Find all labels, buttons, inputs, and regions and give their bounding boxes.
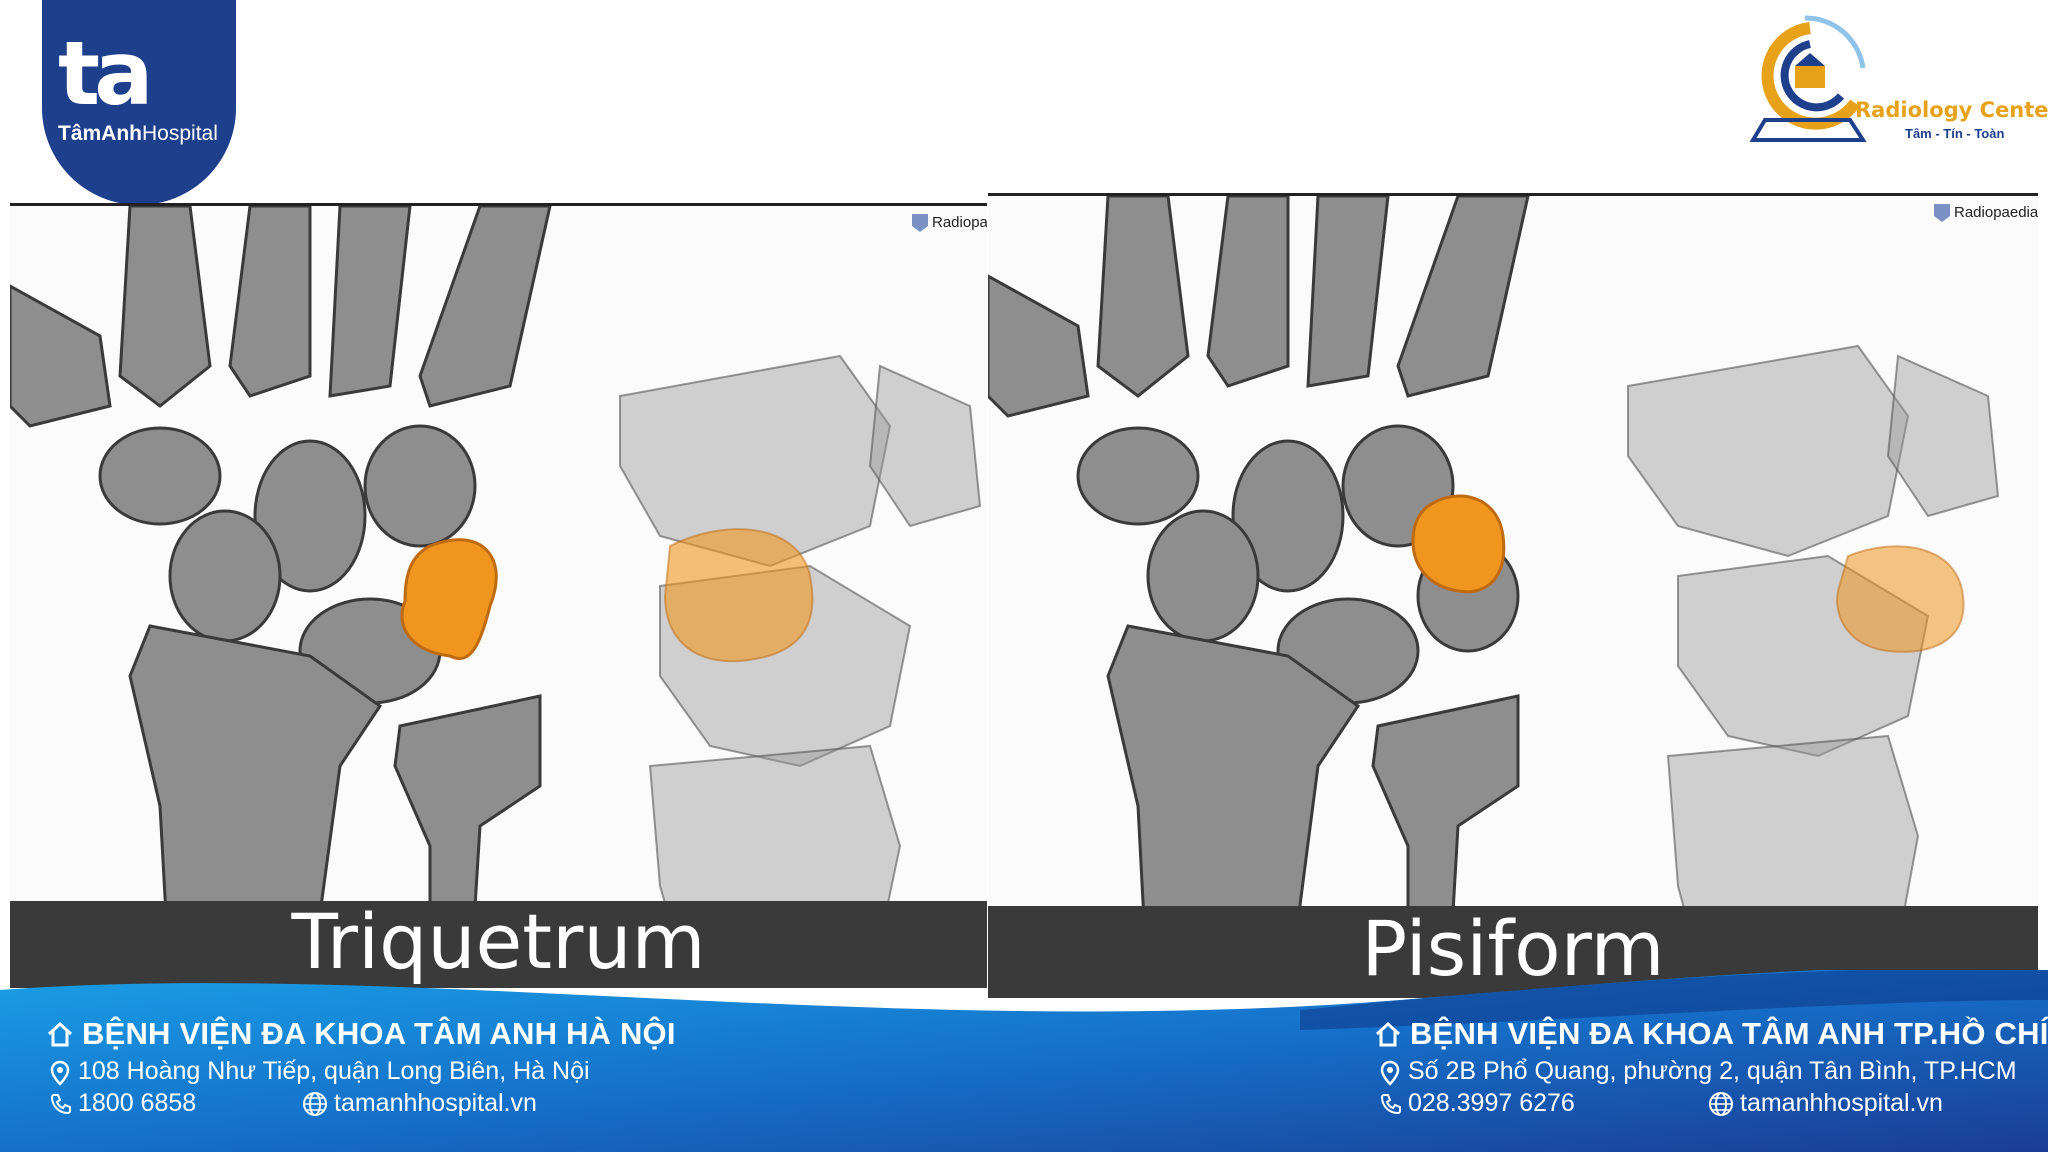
home-icon — [1375, 1021, 1401, 1047]
pisiform-panel: Radiopaedia Pisiform — [988, 193, 2038, 998]
logo-name-bold: TâmAnh — [58, 122, 142, 145]
radiology-emblem-icon — [1749, 15, 1867, 142]
phone-icon — [50, 1094, 71, 1115]
pisiform-caption: Pisiform — [988, 906, 2038, 998]
pisiform-lateral-highlight — [1836, 545, 1965, 653]
radiopaedia-watermark: Radiopaedia — [1954, 204, 2038, 221]
home-icon — [47, 1021, 73, 1047]
pisiform-bone-highlight — [1411, 494, 1506, 594]
hospital-logo — [42, 0, 236, 205]
triquetrum-panel: Radiopa Triquetrum — [10, 203, 987, 988]
phone-icon — [1380, 1094, 1401, 1115]
hcm-address: Số 2B Phổ Quang, phường 2, quận Tân Bình… — [1408, 1057, 2017, 1085]
triquetrum-caption: Triquetrum — [10, 901, 987, 988]
hanoi-address: 108 Hoàng Như Tiếp, quận Long Biên, Hà N… — [78, 1057, 590, 1085]
logo-name: TâmAnhHospital — [58, 122, 218, 146]
hanoi-phone[interactable]: 1800 6858 — [78, 1089, 197, 1117]
triquetrum-bone-highlight — [400, 538, 498, 660]
globe-icon — [303, 1092, 327, 1116]
wrist-illustration-pisiform — [988, 196, 2000, 998]
location-pin-icon — [1380, 1060, 1400, 1086]
logo-mark: ta — [58, 22, 153, 125]
footer-wave-background — [0, 970, 2048, 1152]
location-pin-icon — [50, 1060, 70, 1086]
wrist-illustration-triquetrum — [10, 206, 982, 988]
hanoi-website[interactable]: tamanhhospital.vn — [334, 1089, 537, 1117]
triquetrum-lateral-highlight — [663, 528, 814, 663]
logo-name-rest: Hospital — [142, 122, 218, 145]
radiopaedia-icon — [1934, 204, 1950, 222]
radiopaedia-icon — [912, 214, 928, 232]
hanoi-hospital-name: BỆNH VIỆN ĐA KHOA TÂM ANH HÀ NỘI — [82, 1016, 676, 1051]
globe-icon — [1709, 1092, 1733, 1116]
radiology-motto: Tâm - Tín - Toàn — [1905, 126, 2005, 141]
radiology-title: Radiology Center — [1855, 98, 2048, 122]
hcm-phone[interactable]: 028.3997 6276 — [1408, 1089, 1575, 1117]
hcm-website[interactable]: tamanhhospital.vn — [1740, 1089, 1943, 1117]
hcm-hospital-name: BỆNH VIỆN ĐA KHOA TÂM ANH TP.HỒ CHÍ MINH — [1410, 1016, 2048, 1051]
radiopaedia-watermark: Radiopa — [932, 214, 987, 231]
